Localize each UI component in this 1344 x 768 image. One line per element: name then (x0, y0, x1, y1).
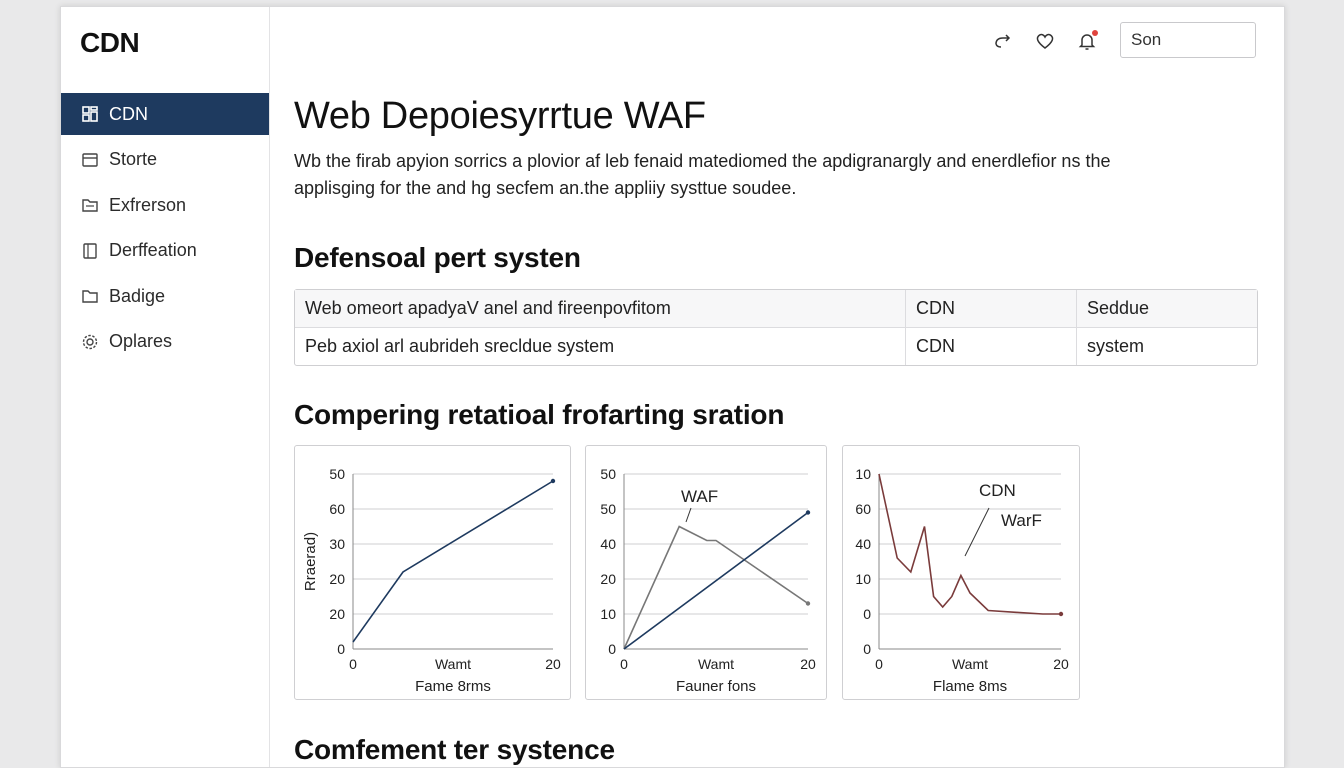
sidebar-item-label: Oplares (109, 331, 173, 351)
chart-annotation: CDN (979, 481, 1016, 500)
y-tick-label: 0 (863, 641, 871, 657)
y-tick-label: 10 (855, 571, 871, 587)
bell-icon[interactable] (1075, 29, 1099, 53)
y-tick-label: 0 (608, 641, 616, 657)
y-tick-label: 40 (600, 536, 616, 552)
y-tick-label: 20 (329, 606, 345, 622)
x-tick-label: Wamt (435, 656, 471, 672)
intro-paragraph: Wb the firab apyion sorrics a plovior af… (294, 148, 1214, 202)
chart-annotation: WarF (1001, 511, 1042, 530)
table-cell: CDN (906, 290, 1077, 328)
x-tick-label: Wamt (698, 656, 734, 672)
y-tick-label: 50 (329, 466, 345, 482)
y-tick-label: 60 (855, 501, 871, 517)
gear-icon (81, 333, 99, 351)
data-table: Web omeort apadyaV anel and fireenpovfit… (294, 289, 1258, 366)
x-axis-label: Flame 8ms (933, 678, 1007, 695)
annotation-leader (685, 507, 692, 523)
sidebar: CDN CDN Storte Exfrerson (61, 7, 270, 767)
y-tick-label: 20 (600, 571, 616, 587)
sidebar-item-oplares[interactable]: Oplares (61, 321, 269, 363)
document-icon (81, 242, 99, 260)
sidebar-item-label: Derffeation (109, 240, 197, 260)
table-cell: CDN (906, 328, 1077, 365)
section-heading: Defensoal pert systen (294, 242, 581, 273)
data-point (805, 601, 811, 606)
x-tick-label: 20 (1053, 656, 1069, 672)
header-actions (991, 29, 1099, 53)
folder-icon (81, 196, 99, 214)
heart-icon[interactable] (1033, 29, 1057, 53)
search-input[interactable] (1120, 22, 1256, 58)
series-line (878, 473, 1061, 615)
app-window: CDN CDN Storte Exfrerson (60, 6, 1285, 768)
sidebar-item-badige[interactable]: Badige (61, 275, 269, 317)
section-heading: Comfement ter systence (294, 734, 615, 765)
series-line (623, 511, 809, 650)
y-tick-label: 10 (855, 466, 871, 482)
y-tick-label: 50 (600, 466, 616, 482)
sidebar-item-label: Storte (109, 149, 158, 169)
x-tick-label: 0 (620, 656, 628, 672)
chart-annotation: WAF (681, 487, 718, 506)
y-axis-label: Rraerad) (302, 532, 319, 591)
page-title: Web Depoiesyrrtue WAF (294, 95, 706, 137)
x-tick-label: 20 (545, 656, 561, 672)
notification-dot (1092, 30, 1098, 36)
y-tick-label: 30 (329, 536, 345, 552)
calendar-icon (81, 151, 99, 169)
data-point (1058, 611, 1064, 617)
sidebar-nav: CDN Storte Exfrerson Derffeation (61, 93, 269, 366)
table-row[interactable]: Web omeort apadyaV anel and fireenpovfit… (295, 290, 1257, 328)
x-tick-label: Wamt (952, 656, 988, 672)
sidebar-item-label: Badige (109, 285, 166, 306)
data-point (550, 478, 556, 484)
series-line (352, 480, 554, 643)
x-axis-label: Fame 8rms (415, 678, 491, 695)
sidebar-item-storte[interactable]: Storte (61, 139, 269, 181)
x-axis-label: Fauner fons (676, 678, 756, 695)
folder-icon (81, 287, 99, 305)
y-tick-label: 10 (600, 606, 616, 622)
table-cell: system (1087, 336, 1145, 356)
table-cell: Peb axiol arl aubrideh srecldue system (295, 328, 906, 365)
y-tick-label: 0 (863, 606, 871, 622)
intro-line: applisging for the and hg secfem an.the … (294, 178, 797, 198)
sidebar-item-derffeation[interactable]: Derffeation (61, 230, 269, 272)
sidebar-item-label: CDN (109, 103, 148, 124)
section-heading: Compering retatioal frofarting sration (294, 399, 785, 430)
table-cell: Seddue (1077, 290, 1257, 328)
table-row[interactable]: Peb axiol arl aubrideh srecldue system C… (295, 328, 1257, 365)
x-tick-label: 0 (875, 656, 883, 672)
y-tick-label: 40 (855, 536, 871, 552)
table-cell: Web omeort apadyaV anel and fireenpovfit… (295, 290, 906, 328)
x-tick-label: 0 (349, 656, 357, 672)
x-tick-label: 20 (800, 656, 816, 672)
series-line (623, 525, 809, 650)
sidebar-item-cdn[interactable]: CDN (61, 93, 269, 135)
data-point (805, 510, 811, 515)
y-tick-label: 50 (600, 501, 616, 517)
annotation-leader (964, 507, 990, 557)
grid-icon (81, 105, 99, 123)
y-tick-label: 20 (329, 571, 345, 587)
y-tick-label: 60 (329, 501, 345, 517)
refresh-icon[interactable] (991, 29, 1015, 53)
sidebar-item-exfrerson[interactable]: Exfrerson (61, 184, 269, 226)
sidebar-item-label: Exfrerson (109, 194, 187, 215)
intro-line: Wb the firab apyion sorrics a plovior af… (294, 151, 1111, 171)
y-tick-label: 0 (337, 641, 345, 657)
brand-logo: CDN (80, 27, 140, 58)
